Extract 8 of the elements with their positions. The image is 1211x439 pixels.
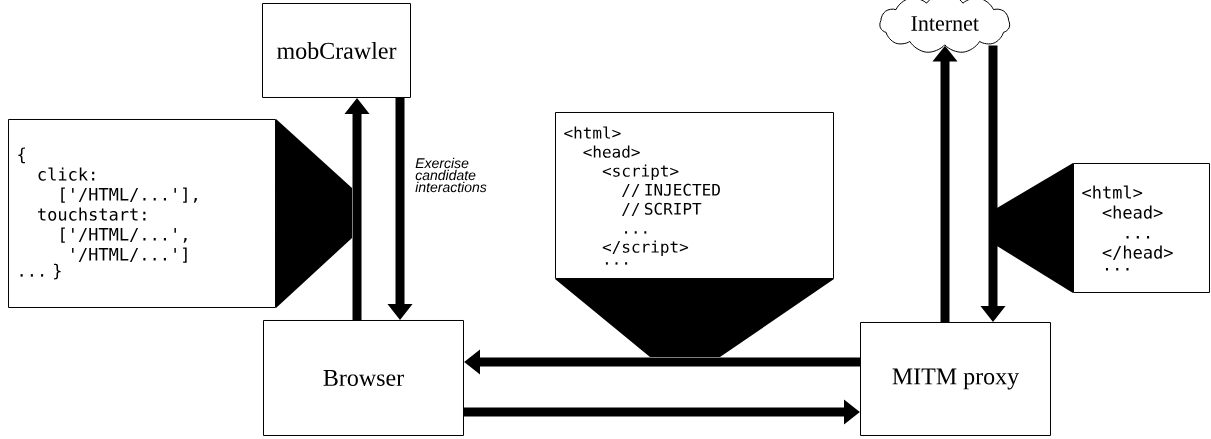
edge-label: Exercise candidate interactions [415, 157, 487, 193]
process-box: Browser [263, 320, 464, 436]
process-box: mobCrawler [262, 3, 411, 98]
process-box: MITM proxy [860, 322, 1051, 436]
code-box: <html> <head> ... </head> ... [1073, 163, 1210, 293]
code-box: { click: ['/HTML/...'], touchstart: ['/HTML/...', '/HTML/...'] ... } [8, 119, 276, 308]
callout-wedge [997, 163, 1073, 293]
code-box: <html> <head> <script> // INJECTED // SCRIPT ... </script> ... [555, 112, 834, 279]
